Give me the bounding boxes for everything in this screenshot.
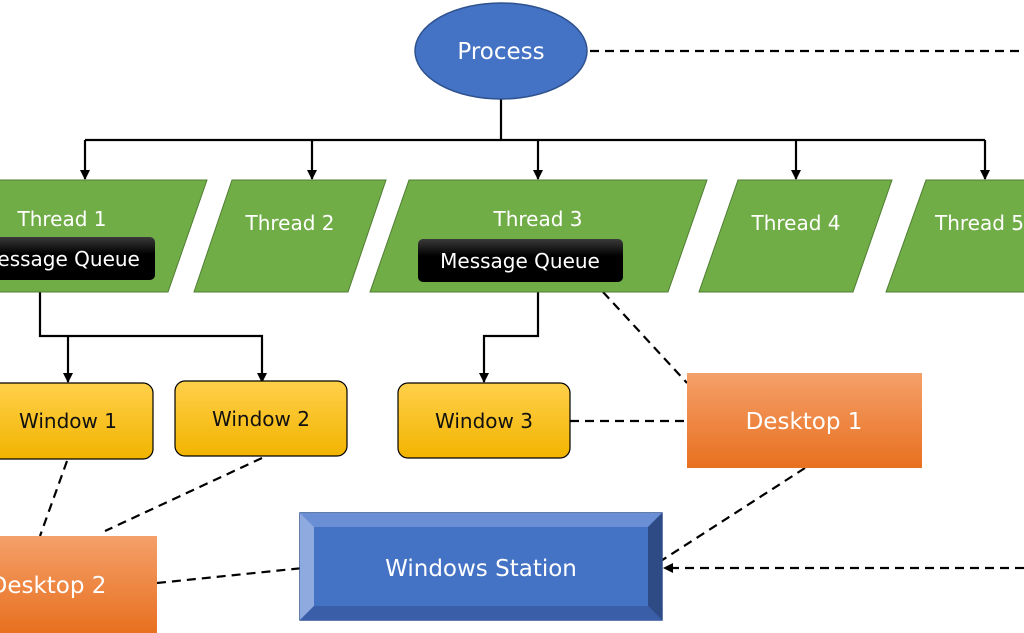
thread-2-label: Thread 2 — [244, 211, 334, 235]
window-2: Window 2 — [174, 380, 348, 457]
window-3-label: Window 3 — [435, 409, 533, 433]
desktop-1: Desktop 1 — [687, 373, 922, 468]
process-label: Process — [457, 39, 544, 65]
thread-5: Thread 5 — [885, 179, 1024, 293]
thread-5-label: Thread 5 — [934, 211, 1024, 235]
process-node: Process — [414, 2, 588, 100]
window-3: Window 3 — [397, 382, 571, 459]
window-1: Window 1 — [0, 382, 154, 460]
desktop-1-label: Desktop 1 — [746, 409, 863, 435]
thread-1-label: Thread 1 — [16, 207, 106, 231]
message-queue-1-label: Message Queue — [0, 247, 140, 271]
dashed-connectors — [38, 49, 1024, 585]
thread-4: Thread 4 — [698, 179, 893, 293]
windows-station-label: Windows Station — [385, 556, 577, 582]
message-queue-3: Message Queue — [418, 239, 623, 282]
message-queue-3-label: Message Queue — [440, 249, 600, 273]
thread-2: Thread 2 — [193, 179, 387, 293]
hierarchy-connectors — [38, 99, 990, 383]
thread-3-label: Thread 3 — [492, 207, 582, 231]
message-queue-1: Message Queue — [0, 237, 155, 280]
window-2-label: Window 2 — [212, 407, 310, 431]
window-1-label: Window 1 — [19, 409, 117, 433]
desktop-2: Desktop 2 — [0, 536, 157, 633]
desktop-2-label: Desktop 2 — [0, 573, 106, 599]
windows-station: Windows Station — [299, 512, 663, 621]
thread-4-label: Thread 4 — [750, 211, 840, 235]
